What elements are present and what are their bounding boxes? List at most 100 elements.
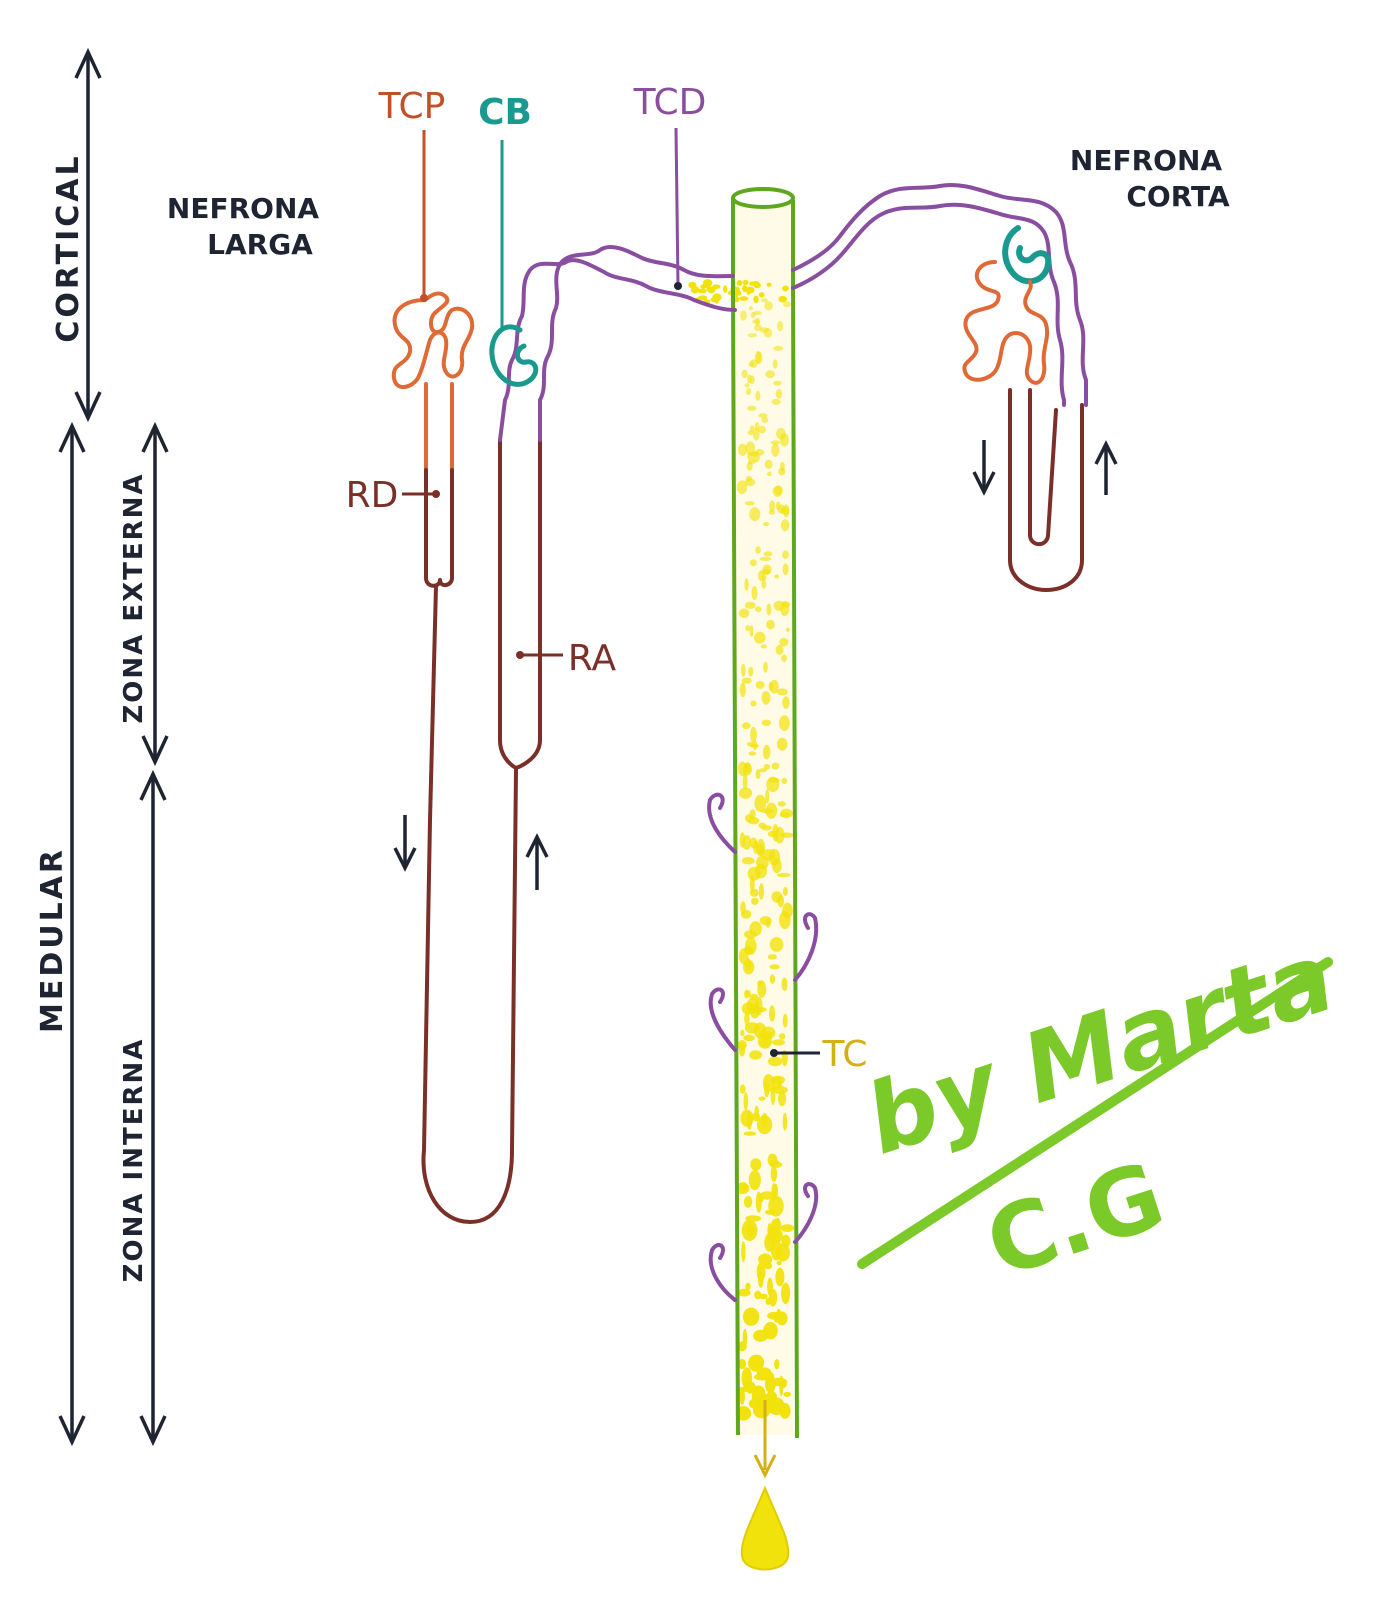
urine-dot — [753, 1330, 768, 1342]
long-loop-ra — [500, 440, 540, 768]
urine-dot — [748, 459, 756, 464]
urine-dot — [779, 715, 790, 731]
urine-dot — [780, 462, 785, 472]
urine-dot — [749, 507, 760, 521]
long-loop-flow-arrows — [395, 815, 547, 890]
short-tcd-outer — [793, 185, 1086, 405]
tc-pointer-dot — [770, 1049, 778, 1057]
urine-dot — [743, 280, 749, 285]
urine-dot — [744, 1132, 757, 1136]
urine-dot — [749, 1398, 766, 1410]
urine-dot — [766, 803, 777, 819]
urine-dot — [741, 664, 746, 677]
tcd-label: TCD — [633, 82, 707, 123]
urine-dot — [772, 763, 780, 770]
urine-dot — [740, 683, 746, 698]
tcd-pointer-dot — [674, 282, 682, 290]
short-nephron — [793, 185, 1086, 590]
urine-dot — [777, 1261, 782, 1265]
urine-dot — [772, 891, 783, 903]
short-loop — [1010, 390, 1082, 590]
urine-dot — [755, 391, 760, 401]
urine-dot — [746, 287, 751, 295]
urine-dot — [776, 389, 782, 399]
urine-dot — [758, 1254, 772, 1266]
urine-dot — [737, 1040, 746, 1050]
urine-dot — [777, 873, 791, 877]
urine-dot — [749, 1170, 761, 1190]
urine-dot — [779, 1376, 783, 1396]
urine-drop — [742, 1488, 788, 1570]
urine-dot — [761, 825, 772, 830]
urine-dot — [779, 911, 791, 929]
urine-dot — [783, 563, 789, 575]
side-branch-5 — [711, 1245, 735, 1300]
urine-dot — [707, 285, 711, 291]
rd-label: RD — [346, 475, 399, 516]
zone-label-zona-externa: ZONA EXTERNA — [119, 472, 149, 723]
urine-dot — [770, 974, 775, 983]
urine-dot — [781, 1283, 790, 1305]
urine-dot — [744, 762, 751, 773]
urine-dot — [773, 381, 781, 386]
urine-dot — [723, 285, 727, 293]
urine-dot — [758, 413, 767, 418]
urine-dot — [766, 604, 771, 616]
urine-dot — [783, 301, 791, 307]
urine-dot — [783, 1113, 787, 1131]
urine-dot — [758, 1031, 772, 1040]
urine-dot — [763, 522, 769, 526]
urine-dot — [774, 1184, 778, 1199]
urine-dot — [776, 501, 780, 510]
urine-dot — [750, 559, 757, 566]
urine-dot — [771, 444, 779, 457]
urine-dot — [739, 296, 748, 301]
urine-dot — [748, 867, 761, 881]
long-loop-rd — [426, 470, 452, 586]
urine-dot — [767, 472, 772, 477]
short-cb — [1005, 228, 1048, 281]
ra-label: RA — [568, 638, 617, 679]
urine-dot — [750, 1355, 764, 1370]
urine-dot — [776, 645, 784, 655]
urine-dot — [758, 1270, 764, 1287]
urine-dot — [780, 433, 789, 446]
urine-dot — [756, 681, 765, 689]
urine-dot — [754, 311, 762, 315]
urine-dot — [763, 1074, 774, 1092]
urine-dot — [760, 327, 769, 333]
nefrona-larga-title-line1: NEFRONA — [167, 192, 319, 225]
long-tcd-inner — [500, 260, 735, 440]
urine-dot — [755, 449, 765, 456]
urine-dot — [750, 727, 757, 743]
zone-label-cortical: CORTICAL — [51, 153, 86, 342]
urine-dot — [782, 551, 789, 559]
urine-dot — [766, 620, 775, 630]
urine-dot — [779, 1403, 790, 1419]
urine-dot — [762, 691, 771, 705]
urine-dot — [768, 1057, 782, 1067]
nefrona-larga-title-line2: LARGA — [207, 228, 313, 261]
urine-dot — [747, 990, 751, 997]
urine-dot — [742, 857, 755, 864]
urine-dot — [782, 778, 788, 784]
zone-label-medular: MEDULAR — [35, 847, 70, 1033]
urine-dot — [742, 1220, 758, 1241]
urine-dot — [781, 519, 789, 531]
urine-dot — [751, 898, 759, 905]
urine-dot — [782, 696, 789, 709]
urine-dot — [740, 1084, 746, 1093]
urine-dot — [781, 1224, 795, 1232]
urine-dot — [748, 667, 753, 677]
short-loop-inner — [1030, 390, 1056, 544]
urine-dot — [762, 720, 771, 726]
urine-dot — [775, 827, 785, 844]
urine-dot — [743, 1035, 755, 1042]
tcp-label: TCP — [378, 86, 446, 127]
urine-dot — [747, 742, 755, 747]
urine-dot — [747, 406, 756, 411]
urine-dot — [744, 1012, 749, 1027]
urine-dot — [783, 887, 788, 896]
urine-dot — [750, 701, 756, 707]
